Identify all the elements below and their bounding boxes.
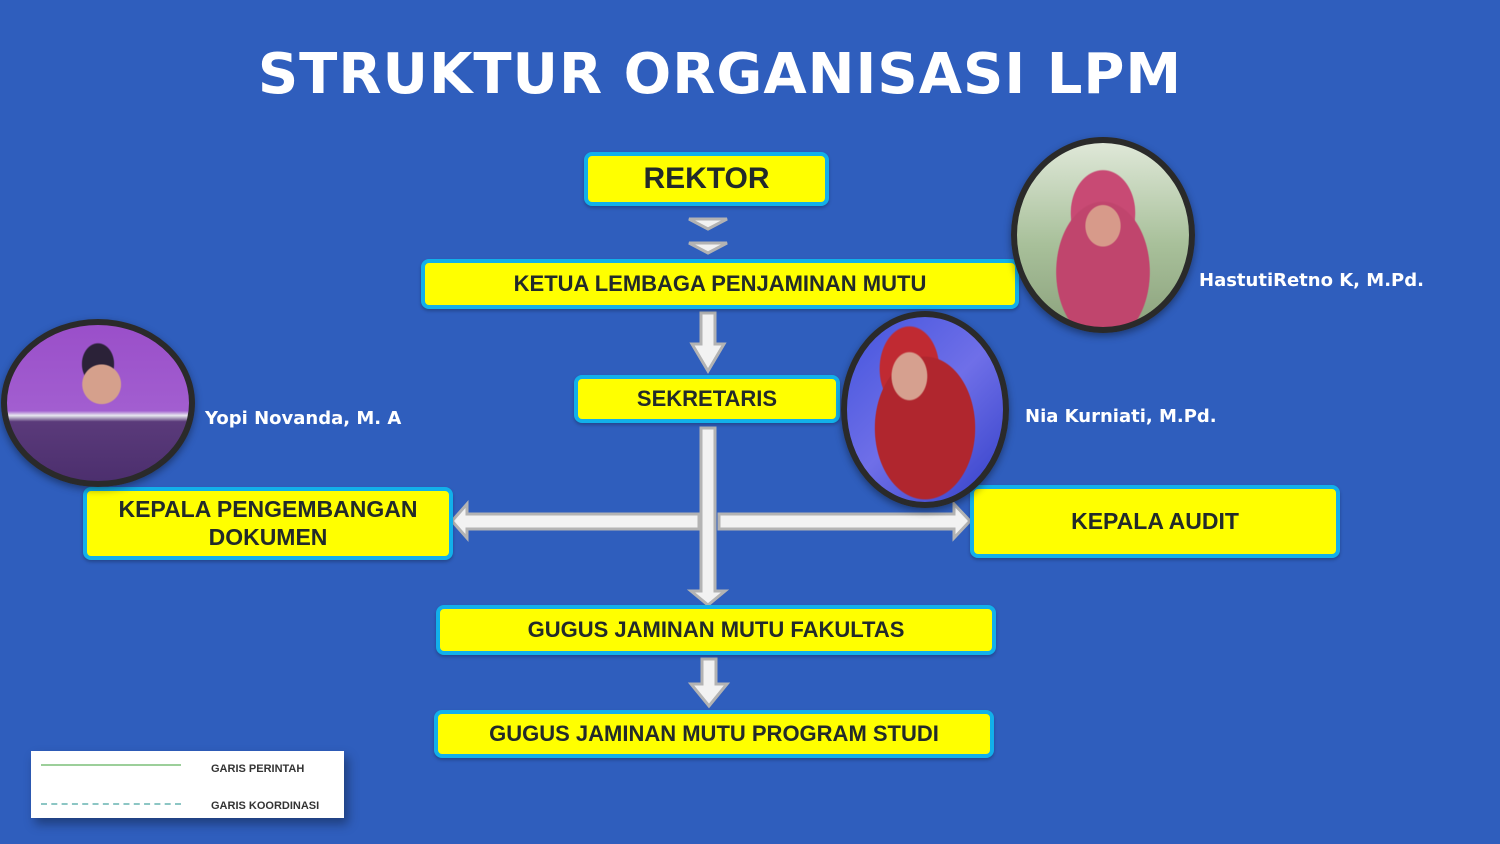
box-ketua-label: KETUA LEMBAGA PENJAMINAN MUTU (513, 270, 927, 296)
box-gugus-prodi-label: GUGUS JAMINAN MUTU PROGRAM STUDI (489, 720, 939, 746)
arrow-down-icon (687, 657, 731, 709)
avatar-ketua (1011, 137, 1195, 333)
box-gugus-fakultas: GUGUS JAMINAN MUTU FAKULTAS (436, 605, 996, 655)
legend-command-label: GARIS PERINTAH (211, 763, 305, 775)
box-kepala-audit: KEPALA AUDIT (970, 485, 1340, 558)
page-title: STRUKTUR ORGANISASI LPM (257, 42, 1183, 107)
box-kepala-pengembangan-label-line1: KEPALA PENGEMBANGAN (118, 495, 418, 522)
box-sekretaris-label: SEKRETARIS (636, 385, 778, 411)
arrow-down-icon (689, 311, 727, 374)
box-rektor: REKTOR (584, 152, 829, 206)
box-kepala-audit-label: KEPALA AUDIT (1071, 507, 1239, 534)
person-name-ketua: HastutiRetno K, M.Pd. (1199, 270, 1424, 291)
avatar-kepala-audit (841, 311, 1009, 508)
arrow-down-icon (686, 426, 730, 607)
box-sekretaris: SEKRETARIS (574, 375, 840, 423)
legend-coordination-label: GARIS KOORDINASI (211, 800, 320, 812)
legend: GARIS PERINTAH GARIS KOORDINASI (31, 751, 344, 818)
person-name-kepala-pengembangan: Yopi Novanda, M. A (205, 408, 402, 429)
box-ketua: KETUA LEMBAGA PENJAMINAN MUTU (421, 259, 1019, 309)
box-kepala-pengembangan: KEPALA PENGEMBANGAN DOKUMEN (83, 487, 453, 560)
arrow-left-icon (449, 500, 701, 542)
legend-dashed-line (41, 803, 181, 805)
person-name-kepala-audit: Nia Kurniati, M.Pd. (1025, 406, 1217, 427)
chevron-down-icon (688, 217, 728, 231)
box-gugus-prodi: GUGUS JAMINAN MUTU PROGRAM STUDI (434, 710, 994, 758)
legend-solid-line (41, 764, 181, 766)
box-gugus-fakultas-label: GUGUS JAMINAN MUTU FAKULTAS (527, 616, 905, 642)
arrow-right-icon (717, 500, 973, 542)
chevron-down-icon (688, 241, 728, 255)
avatar-kepala-pengembangan (1, 319, 195, 487)
box-kepala-pengembangan-label-line2: DOKUMEN (208, 523, 328, 550)
box-rektor-label: REKTOR (643, 162, 770, 195)
